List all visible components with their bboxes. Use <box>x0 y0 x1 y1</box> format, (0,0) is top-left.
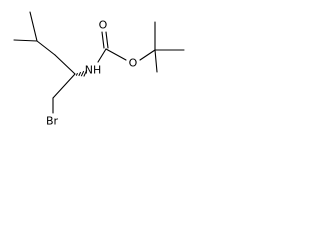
bromine-label: Br <box>46 115 59 128</box>
bond-n-carbonyl <box>97 48 107 63</box>
bond-carbonyl-ester-o <box>105 48 127 61</box>
amine-label: NH <box>85 64 102 77</box>
bond-isopropyl-ch2 <box>36 40 56 56</box>
structure-diagram: Br NH O O <box>13 11 185 128</box>
bond-carbonyl-double-b <box>105 31 109 49</box>
bond-methyl-left <box>13 39 38 42</box>
bond-tbutyl-methyl-down <box>154 49 158 73</box>
carbonyl-oxygen-label: O <box>99 19 108 32</box>
bond-ch2-stereocenter <box>54 54 76 75</box>
bond-stereocenter-ch2br <box>52 73 76 99</box>
ester-oxygen-label: O <box>129 57 138 70</box>
hashed-wedge-bond <box>75 69 88 77</box>
bond-ester-o-tbutyl <box>139 49 156 61</box>
bond-carbonyl-double-a <box>101 31 105 49</box>
bond-methyl-top <box>29 11 38 42</box>
